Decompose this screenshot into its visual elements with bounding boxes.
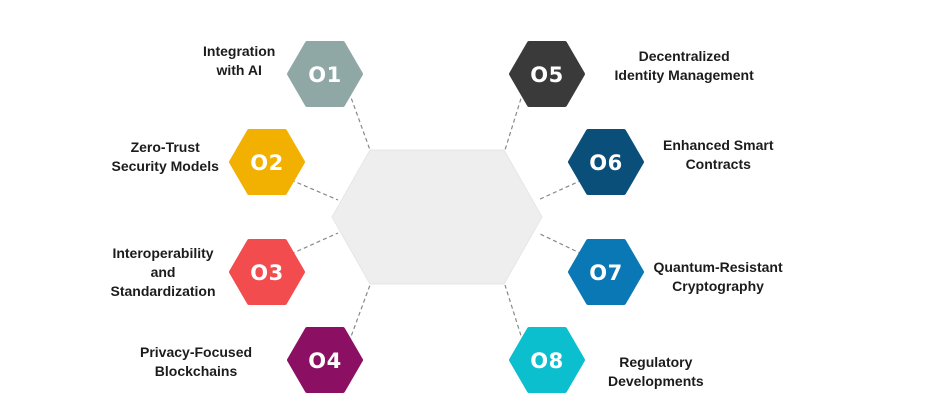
hexagon-shape [287, 327, 363, 393]
hexagon-number: O5 [530, 63, 563, 87]
label-line: Developments [608, 373, 704, 389]
label-line: Contracts [685, 156, 751, 172]
hexagon-number: O7 [589, 261, 622, 285]
connector-o7 [537, 232, 583, 255]
label-line: Identity Management [614, 67, 754, 83]
hexagon-shape [509, 41, 585, 107]
hexagon-number: O6 [589, 151, 622, 175]
connector-o3 [290, 232, 339, 255]
connector-o2 [290, 179, 339, 201]
label-line: with AI [216, 62, 262, 78]
hexagon-o5: O5 [509, 41, 585, 107]
label-o1: Integration with AI [203, 42, 275, 80]
hexagon-shape [229, 129, 305, 195]
connector-o1 [348, 91, 371, 151]
connectors [290, 91, 583, 343]
connector-o5 [504, 91, 524, 151]
hexagon-number: O3 [250, 261, 283, 285]
center-hexagon [331, 149, 543, 285]
hexagon-shape [568, 239, 644, 305]
hexagon-o3: O3 [229, 239, 305, 305]
label-line: Regulatory [619, 354, 693, 370]
label-line: Zero-Trust [130, 139, 200, 155]
label-line: Quantum-Resistant [653, 259, 783, 275]
hexagon-o4: O4 [287, 327, 363, 393]
label-line: Interoperability [112, 245, 214, 261]
label-line: Cryptography [672, 278, 764, 294]
hexagon-shape [229, 239, 305, 305]
hexagon-o7: O7 [568, 239, 644, 305]
hexagon-number: O2 [250, 151, 283, 175]
hexagon-number: O1 [308, 63, 341, 87]
hexagon-o1: O1 [287, 41, 363, 107]
hexagon-shape [509, 327, 585, 393]
label-line: and [150, 264, 176, 280]
label-line: Enhanced Smart [663, 137, 774, 153]
label-line: Standardization [110, 283, 216, 299]
hexagon-shape [568, 129, 644, 195]
connector-o4 [348, 284, 371, 343]
connector-o6 [537, 179, 583, 201]
label-line: Integration [203, 43, 276, 59]
label-line: Decentralized [638, 48, 730, 64]
label-line: Blockchains [154, 363, 238, 379]
hexagon-o2: O2 [229, 129, 305, 195]
hexagon-number: O4 [308, 349, 341, 373]
hexagon-number: O8 [530, 349, 563, 373]
connector-o8 [504, 284, 524, 343]
hexagon-shape [287, 41, 363, 107]
hexagon-o8: O8 [509, 327, 585, 393]
label-line: Privacy-Focused [140, 344, 253, 360]
label-line: Security Models [111, 158, 219, 174]
hexagon-o6: O6 [568, 129, 644, 195]
